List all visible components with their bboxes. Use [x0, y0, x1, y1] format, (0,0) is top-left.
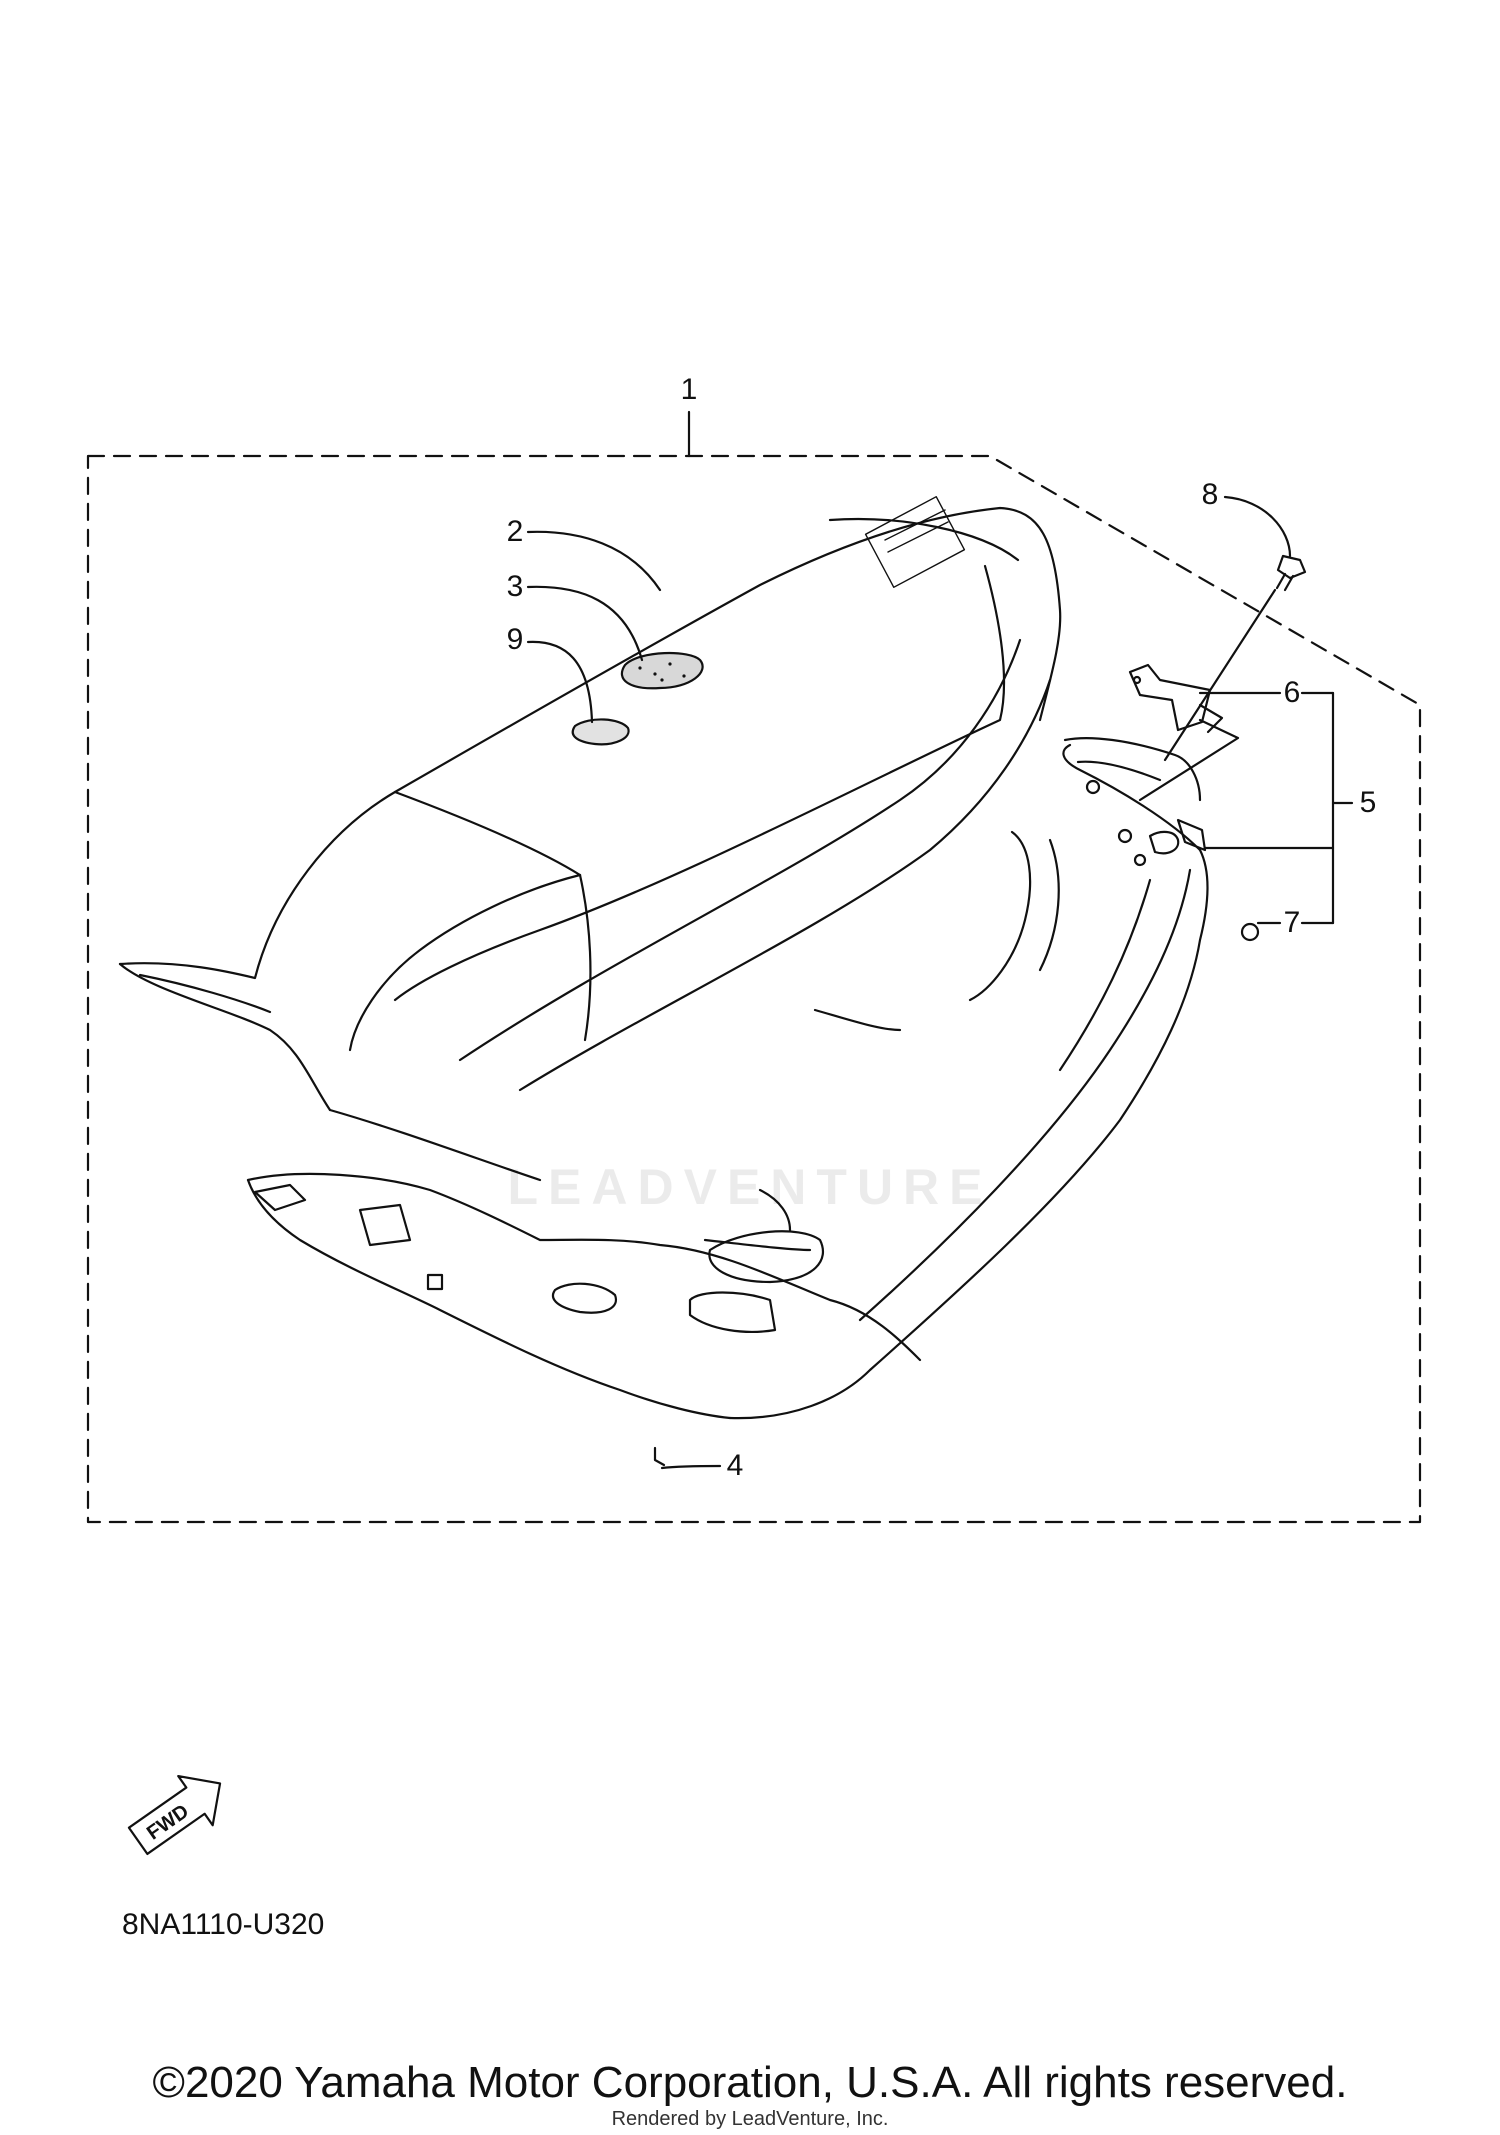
seat-logo-stamp [864, 496, 966, 588]
leader-4 [660, 1464, 722, 1470]
rendered-by-notice: Rendered by LeadVenture, Inc. [611, 2108, 889, 2130]
seat-base [246, 737, 1209, 1420]
leader-9 [526, 640, 594, 724]
fwd-label: FWD [143, 1800, 193, 1844]
callout-6: 6 [1283, 676, 1301, 709]
part-6-bracket [1128, 663, 1224, 734]
callout-3: 3 [506, 570, 524, 603]
callout-1: 1 [680, 373, 698, 406]
callout-5: 5 [1359, 786, 1377, 819]
callout-7: 7 [1283, 906, 1301, 939]
leader-8-shaft [1163, 588, 1277, 762]
part-9-patch [571, 718, 630, 746]
leader-3 [526, 585, 644, 662]
assembly-boundary [86, 454, 1422, 1524]
fwd-arrow: FWD [127, 1774, 222, 1856]
callout-8: 8 [1201, 478, 1219, 511]
part-7-nut [1240, 922, 1260, 942]
callout-9: 9 [506, 623, 524, 656]
callout-4: 4 [726, 1449, 744, 1482]
callout-2: 2 [506, 515, 524, 548]
part-3-patch [620, 652, 704, 690]
part-8-bolt [1275, 554, 1307, 592]
diagram-code: 8NA1110-U320 [122, 1908, 325, 1941]
leader-6-branch [1138, 718, 1240, 802]
leader-2 [526, 530, 662, 592]
leader-8 [1223, 495, 1292, 558]
part-4-clip [653, 1446, 666, 1467]
copyright-notice: ©2020 Yamaha Motor Corporation, U.S.A. A… [152, 2058, 1348, 2107]
watermark-text: LEADVENTURE [507, 1159, 993, 1215]
seat-cushion [118, 506, 1062, 1182]
